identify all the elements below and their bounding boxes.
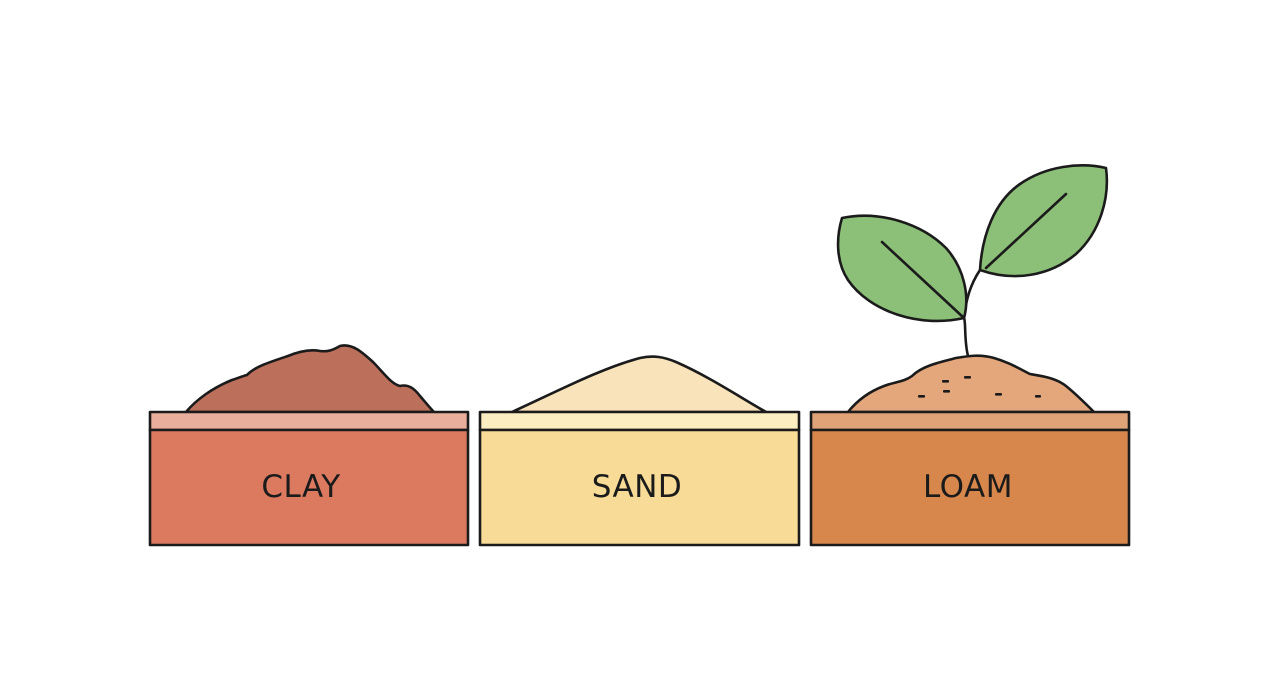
loam-particles bbox=[918, 376, 1041, 398]
soil-bin-loam: LOAM bbox=[809, 354, 1131, 547]
loam-rim bbox=[809, 410, 1131, 432]
sprout-right-leaf-vein bbox=[984, 192, 1068, 270]
clay-rim bbox=[148, 410, 470, 432]
clay-pile bbox=[184, 344, 436, 414]
loam-pile bbox=[846, 354, 1096, 414]
sand-pile bbox=[510, 355, 768, 414]
loam-body bbox=[809, 428, 1131, 547]
sand-label: SAND bbox=[592, 469, 683, 505]
sand-body bbox=[478, 428, 801, 547]
sprout-icon bbox=[836, 164, 1109, 358]
sprout-left-leaf-vein bbox=[880, 240, 966, 320]
sprout-right-leaf bbox=[978, 164, 1109, 278]
sand-rim bbox=[478, 410, 801, 432]
loam-label: LOAM bbox=[923, 469, 1013, 505]
clay-label: CLAY bbox=[261, 469, 340, 505]
soil-bin-clay: CLAY bbox=[148, 344, 470, 547]
soil-bin-sand: SAND bbox=[478, 355, 801, 547]
sprout-left-leaf bbox=[836, 214, 968, 323]
clay-body bbox=[148, 428, 470, 547]
